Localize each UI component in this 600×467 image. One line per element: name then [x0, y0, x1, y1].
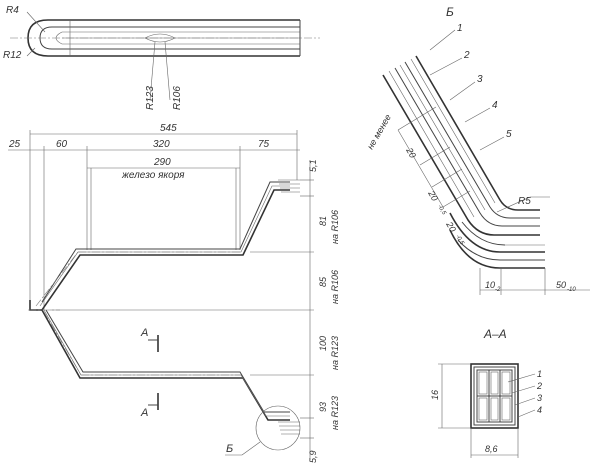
na-r123-2: на R123 [330, 396, 340, 430]
aa-item-2: 2 [536, 381, 542, 391]
dim-20-c: 20 [444, 219, 458, 234]
dim-50-tol: -10 [567, 287, 576, 293]
dim-5-9: 5,9 [308, 450, 318, 463]
dim-545: 545 [160, 123, 177, 134]
callout-b: Б [226, 443, 233, 455]
section-aa: А–А 1 2 3 4 16 8,6 [430, 327, 542, 458]
section-a-bottom: А [140, 407, 148, 419]
dim-50: 50 [556, 280, 566, 290]
item-4: 4 [492, 100, 498, 111]
na-r123-1: на R123 [330, 336, 340, 370]
dim-75: 75 [258, 139, 270, 150]
item-3: 3 [477, 74, 483, 85]
dim-10-tol: -2 [495, 287, 501, 293]
ne-menee: не менее [365, 113, 393, 151]
iron-label: железо якоря [121, 170, 185, 181]
dim-60: 60 [56, 139, 68, 150]
dim-20-tol-c: -0,5 [454, 234, 465, 247]
aa-item-4: 4 [537, 405, 542, 415]
r4-label: R4 [6, 5, 19, 16]
dim-5-1: 5,1 [308, 159, 318, 172]
dim-85: 85 [318, 276, 328, 287]
dim-8-6: 8,6 [485, 444, 498, 454]
section-aa-title: А–А [483, 327, 507, 341]
aa-item-3: 3 [537, 393, 542, 403]
r5-label: R5 [518, 196, 531, 207]
na-r106-2: на R106 [330, 270, 340, 304]
dim-10: 10 [485, 280, 495, 290]
dim-20-a: 20 [404, 145, 418, 160]
dim-320: 320 [153, 139, 170, 150]
dim-290: 290 [153, 157, 171, 168]
item-5: 5 [506, 129, 512, 140]
na-r106-1: на R106 [330, 210, 340, 244]
dim-25: 25 [8, 139, 21, 150]
r106-label: R106 [172, 86, 183, 110]
dim-81: 81 [318, 216, 328, 226]
item-2: 2 [463, 50, 470, 61]
dim-100: 100 [318, 336, 328, 351]
main-view: 545 25 60 320 75 290 железо якоря [8, 123, 340, 463]
dim-93: 93 [318, 402, 328, 412]
section-a-top: А [140, 327, 148, 339]
detail-b-title: Б [446, 5, 454, 19]
item-1: 1 [457, 23, 463, 34]
dim-20-b: 20 [426, 188, 440, 203]
top-view: R4 R12 R123 R106 [3, 5, 320, 110]
dim-16: 16 [430, 390, 440, 400]
r123-label: R123 [145, 86, 156, 110]
r12-label: R12 [3, 50, 22, 61]
detail-b: Б 1 2 3 4 5 не менее 20 20 -0, [365, 5, 590, 295]
dim-20-tol-b: -0,5 [436, 204, 447, 217]
aa-item-1: 1 [537, 369, 542, 379]
